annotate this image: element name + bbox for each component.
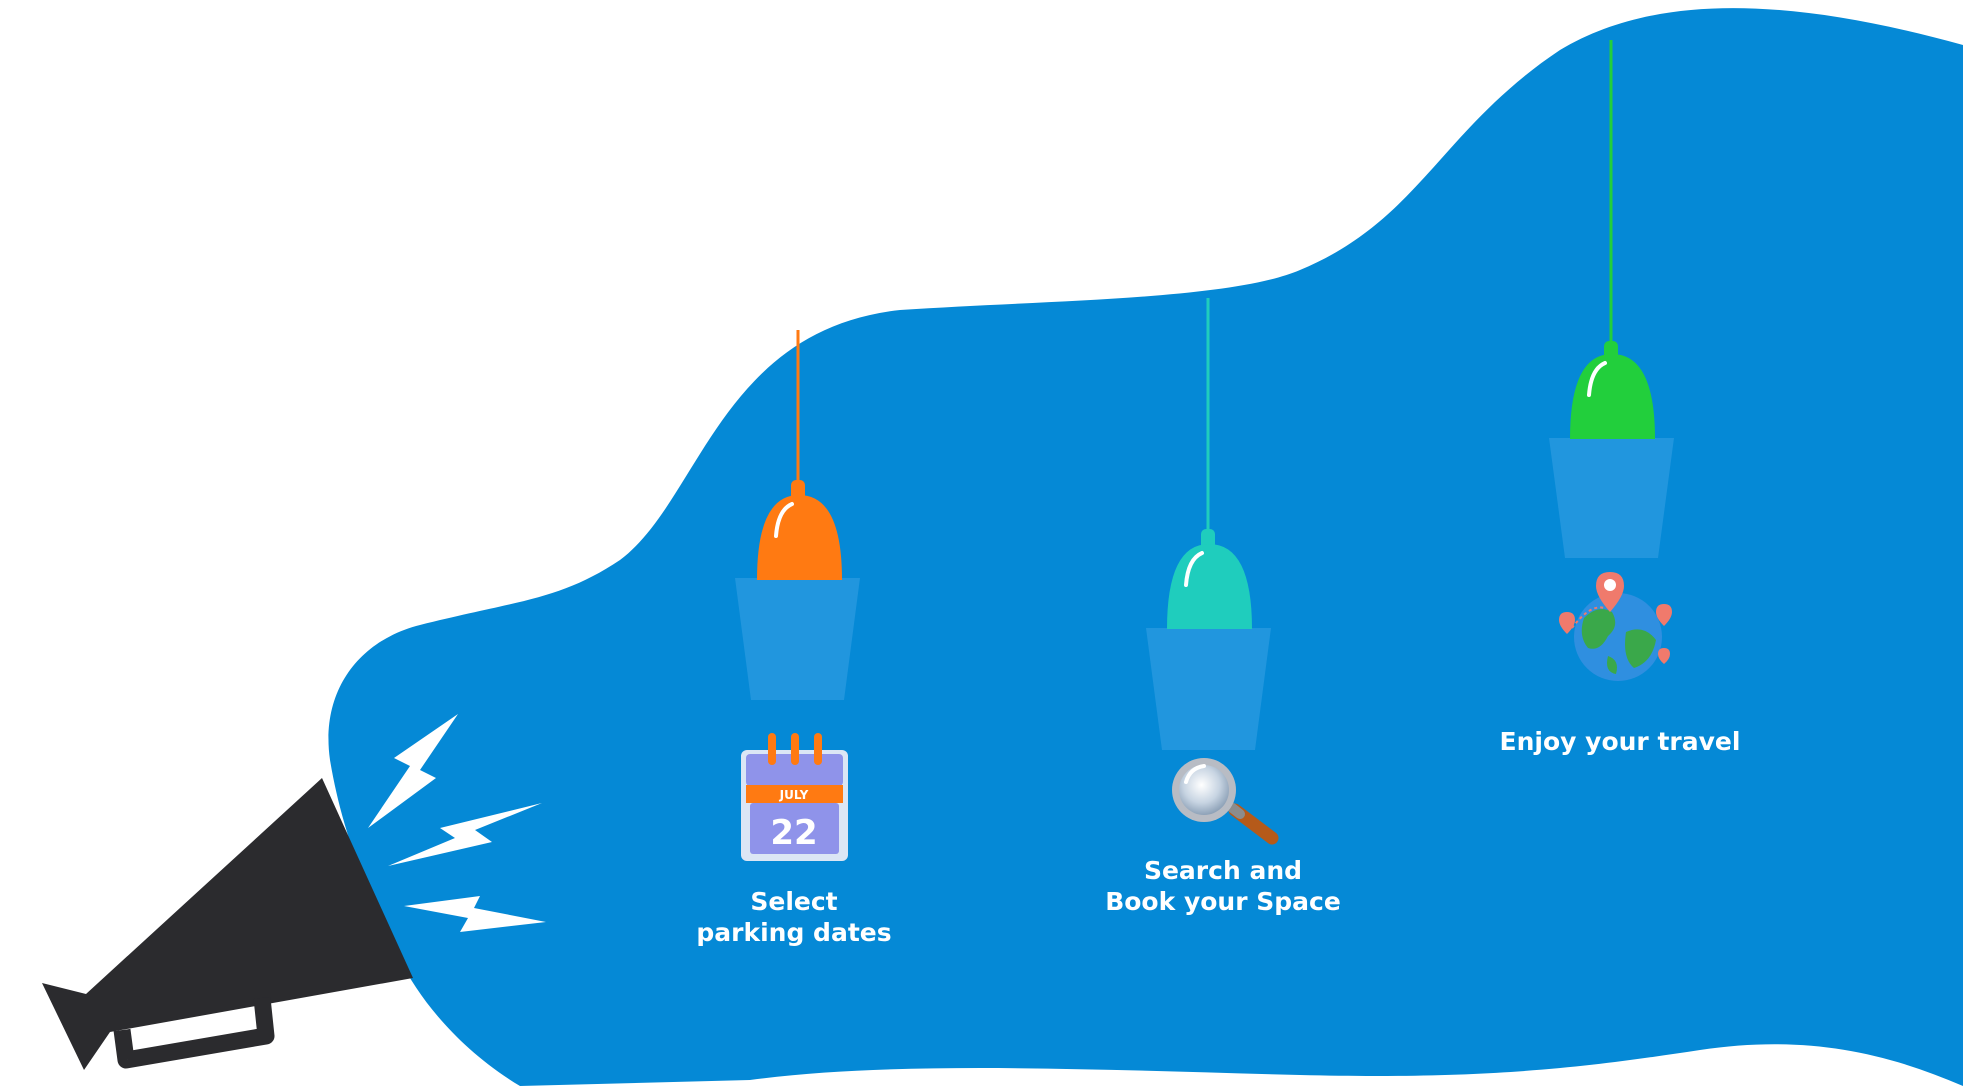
globe-icon	[1559, 572, 1672, 681]
step-label-line: Search and	[1143, 856, 1303, 885]
calendar-month: JULY	[779, 788, 809, 802]
step-label-line: Enjoy your travel	[1499, 727, 1741, 756]
step-label-enjoy-travel: Enjoy your travel	[1490, 726, 1750, 757]
step-label-search-book: Search and Book your Space	[1098, 855, 1348, 917]
calendar-icon: JULY 22	[741, 733, 848, 861]
lightning-icon	[368, 714, 546, 932]
step-label-line: Select	[750, 887, 838, 916]
calendar-day: 22	[770, 813, 817, 853]
background-blob	[328, 8, 1963, 1086]
pendant-lamp-green	[1549, 40, 1674, 558]
magnifier-icon	[1172, 758, 1279, 845]
megaphone-icon	[42, 778, 413, 1070]
pendant-lamp-orange	[735, 330, 860, 700]
pendant-lamp-teal	[1146, 298, 1271, 750]
step-label-line: parking dates	[696, 918, 892, 947]
step-label-line: Book your Space	[1105, 887, 1341, 916]
step-label-select-dates: Select parking dates	[694, 886, 894, 948]
